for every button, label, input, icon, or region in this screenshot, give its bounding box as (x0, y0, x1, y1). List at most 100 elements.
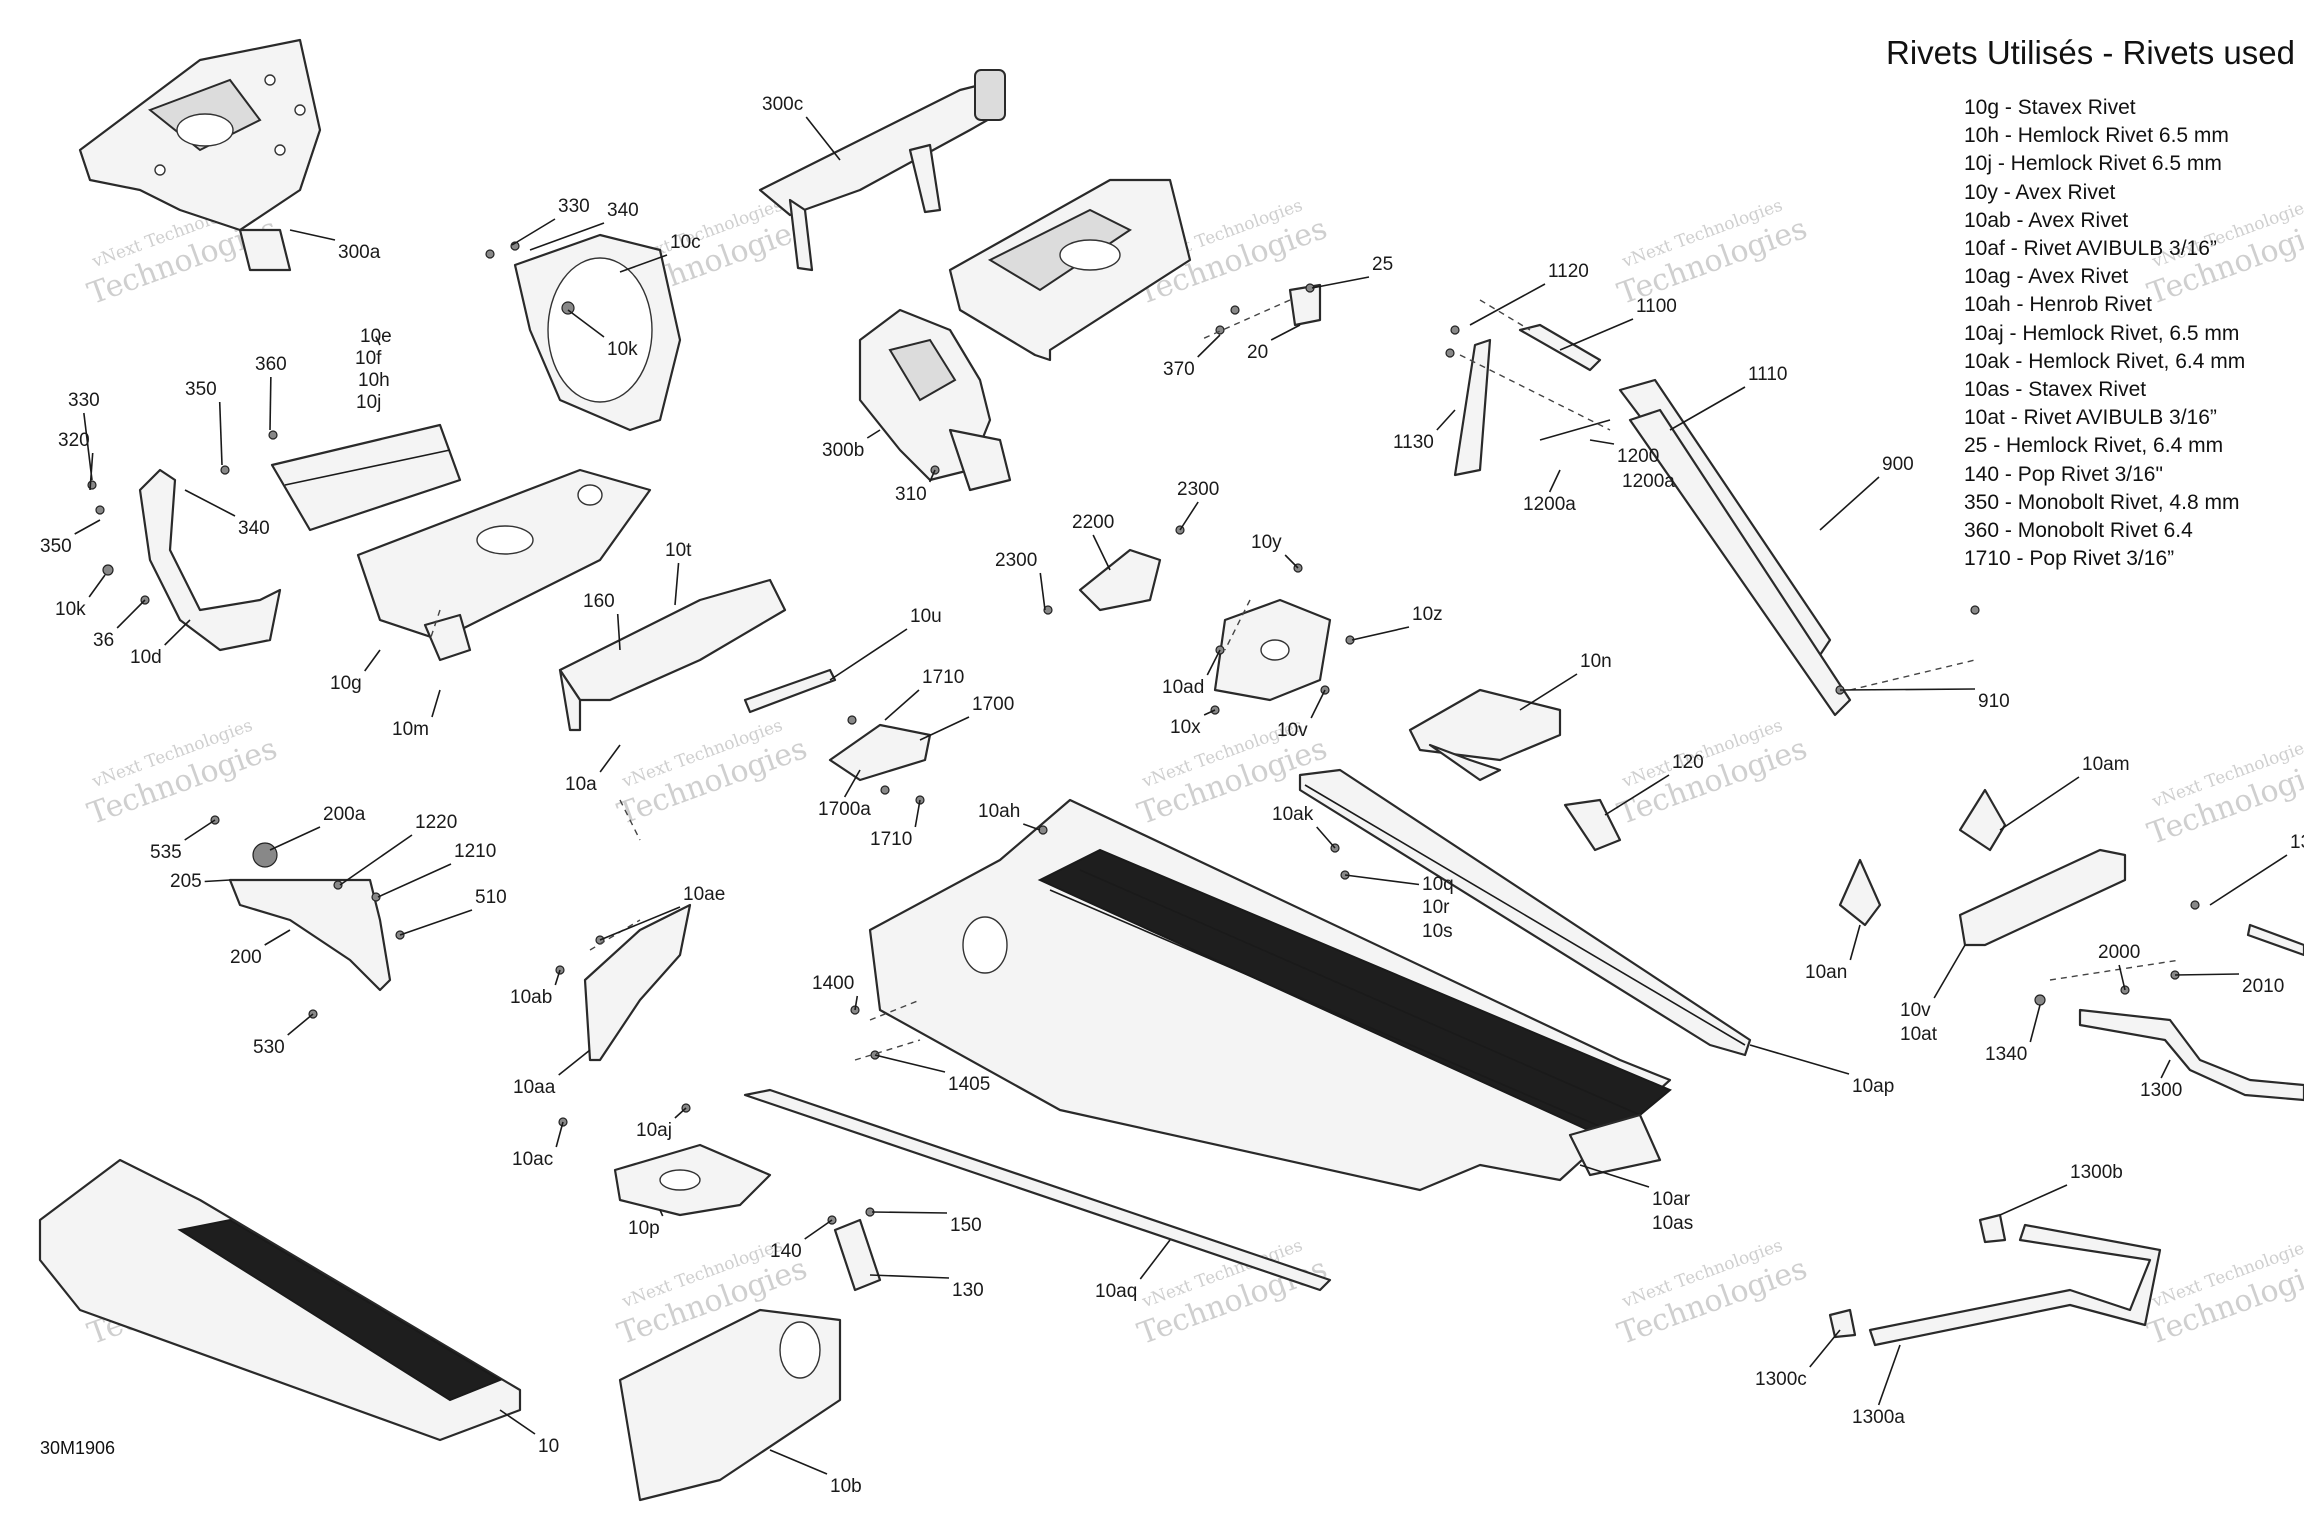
part-300b (858, 308, 1012, 492)
leader-1300b (1999, 1184, 2068, 1216)
legend-item: 360 - Monobolt Rivet 6.4 (1964, 519, 2193, 543)
leader-310 (928, 469, 936, 483)
part-main-tunnel (868, 798, 1672, 1192)
leader-340b (184, 489, 236, 517)
leader-1120 (1469, 283, 1546, 326)
callout-10a: 10a (565, 774, 597, 795)
part-300a (78, 38, 322, 272)
callout-10p: 10p (628, 1218, 660, 1239)
leader-10g (364, 649, 381, 672)
leader-1710a (884, 689, 920, 721)
part-10n (1408, 688, 1562, 782)
leader-1130 (1436, 409, 1456, 431)
callout-1710b: 1710 (870, 829, 912, 850)
callout-900: 900 (1882, 454, 1914, 475)
callout-10f: 10f (355, 348, 382, 369)
callout-10e: 10e (360, 326, 392, 347)
leader-10x (1203, 709, 1216, 716)
legend-item: 10af - Rivet AVIBULB 3/16” (1964, 237, 2217, 261)
legend-item: 10h - Hemlock Rivet 6.5 mm (1964, 124, 2229, 148)
callout-160: 160 (583, 591, 615, 612)
alignment-lines (429, 299, 2181, 1061)
callout-10aq: 10aq (1095, 1281, 1137, 1302)
leader-10ae (599, 906, 681, 941)
part-10b (618, 1308, 842, 1502)
leader-10am (1999, 776, 2080, 831)
callout-1340b: 1340 (1985, 1044, 2027, 1065)
leader-1220 (339, 834, 413, 886)
part-2200 (1078, 548, 1162, 612)
callout-20: 20 (1247, 342, 1268, 363)
callout-200a: 200a (323, 804, 366, 825)
leader-10ab (554, 969, 561, 986)
leader-10u (829, 628, 908, 681)
callout-10ab: 10ab (510, 987, 552, 1008)
leader-1200a2 (1548, 469, 1561, 493)
part-10v (1958, 848, 2127, 947)
callout-350b: 350 (40, 536, 72, 557)
leader-10b (769, 1449, 828, 1475)
callout-1405: 1405 (948, 1074, 990, 1095)
leader-1100 (1559, 318, 1634, 351)
leader-205 (204, 879, 231, 883)
callout-10s: 10s (1422, 921, 1453, 942)
legend-item: 10ab - Avex Rivet (1964, 208, 2129, 232)
leader-1340a (2209, 854, 2288, 906)
callout-10at: 10at (1900, 1024, 1938, 1045)
leader-150 (871, 1211, 948, 1214)
callout-330b: 330 (68, 390, 100, 411)
callout-350a: 350 (185, 379, 217, 400)
callout-2000: 2000 (2098, 942, 2140, 963)
leader-350a (218, 401, 223, 466)
callout-1110: 1110 (1748, 364, 1787, 385)
leader-1340b (2029, 1004, 2041, 1043)
leader-300b (866, 429, 881, 439)
legend-item: 10g - Stavex Rivet (1964, 96, 2136, 119)
callout-10r: 10r (1422, 897, 1450, 918)
leader-10d (164, 619, 191, 646)
part-120 (1563, 798, 1622, 852)
callout-300b: 300b (822, 440, 864, 461)
callout-10as: 10as (1652, 1213, 1693, 1234)
leader-1300c (1809, 1329, 1841, 1368)
callout-1210: 1210 (454, 841, 496, 862)
leader-10e (375, 336, 381, 346)
legend-item: 10j - Hemlock Rivet 6.5 mm (1964, 152, 2222, 176)
callout-510: 510 (475, 887, 507, 908)
legend-item: 10as - Stavex Rivet (1964, 378, 2147, 402)
legend-item: 10ak - Hemlock Rivet, 6.4 mm (1964, 349, 2246, 373)
leader-1300a (1877, 1344, 1901, 1406)
callout-10ak: 10ak (1272, 804, 1314, 825)
callout-150: 150 (950, 1215, 982, 1236)
callout-10d: 10d (130, 647, 162, 668)
leader-36 (116, 599, 146, 629)
callout-1710a: 1710 (922, 667, 964, 688)
callout-10aa: 10aa (513, 1077, 556, 1098)
legend-title: Rivets Utilisés - Rivets used (1886, 34, 2295, 71)
leader-340a (529, 222, 605, 251)
callout-10k2: 10k (55, 599, 86, 620)
callout-535: 535 (150, 842, 182, 863)
callout-1200: 1200 (1617, 446, 1659, 467)
legend-item: 10y - Avex Rivet (1964, 180, 2116, 204)
callout-205: 205 (170, 871, 202, 892)
callout-10v: 10v (1277, 720, 1308, 741)
leader-10aq (1139, 1239, 1171, 1280)
callout-10ac: 10ac (512, 1149, 553, 1170)
callout-10h: 10h (358, 370, 390, 391)
leader-120 (1604, 774, 1670, 816)
leader-200a (269, 826, 321, 851)
part-300c (758, 69, 1007, 272)
leader-10ap (1749, 1044, 1850, 1075)
part-10d (138, 468, 282, 652)
part-1300 (2078, 923, 2304, 1102)
leader-2010 (2174, 973, 2240, 976)
leader-140 (804, 1219, 833, 1240)
leader-2300a (1179, 501, 1199, 531)
part-10ae (583, 903, 692, 1062)
leader-10z (1351, 626, 1410, 641)
part-10g-plate (356, 468, 652, 662)
callout-1300: 1300 (2140, 1080, 2182, 1101)
leader-2000 (2118, 964, 2126, 991)
callout-340b: 340 (238, 518, 270, 539)
